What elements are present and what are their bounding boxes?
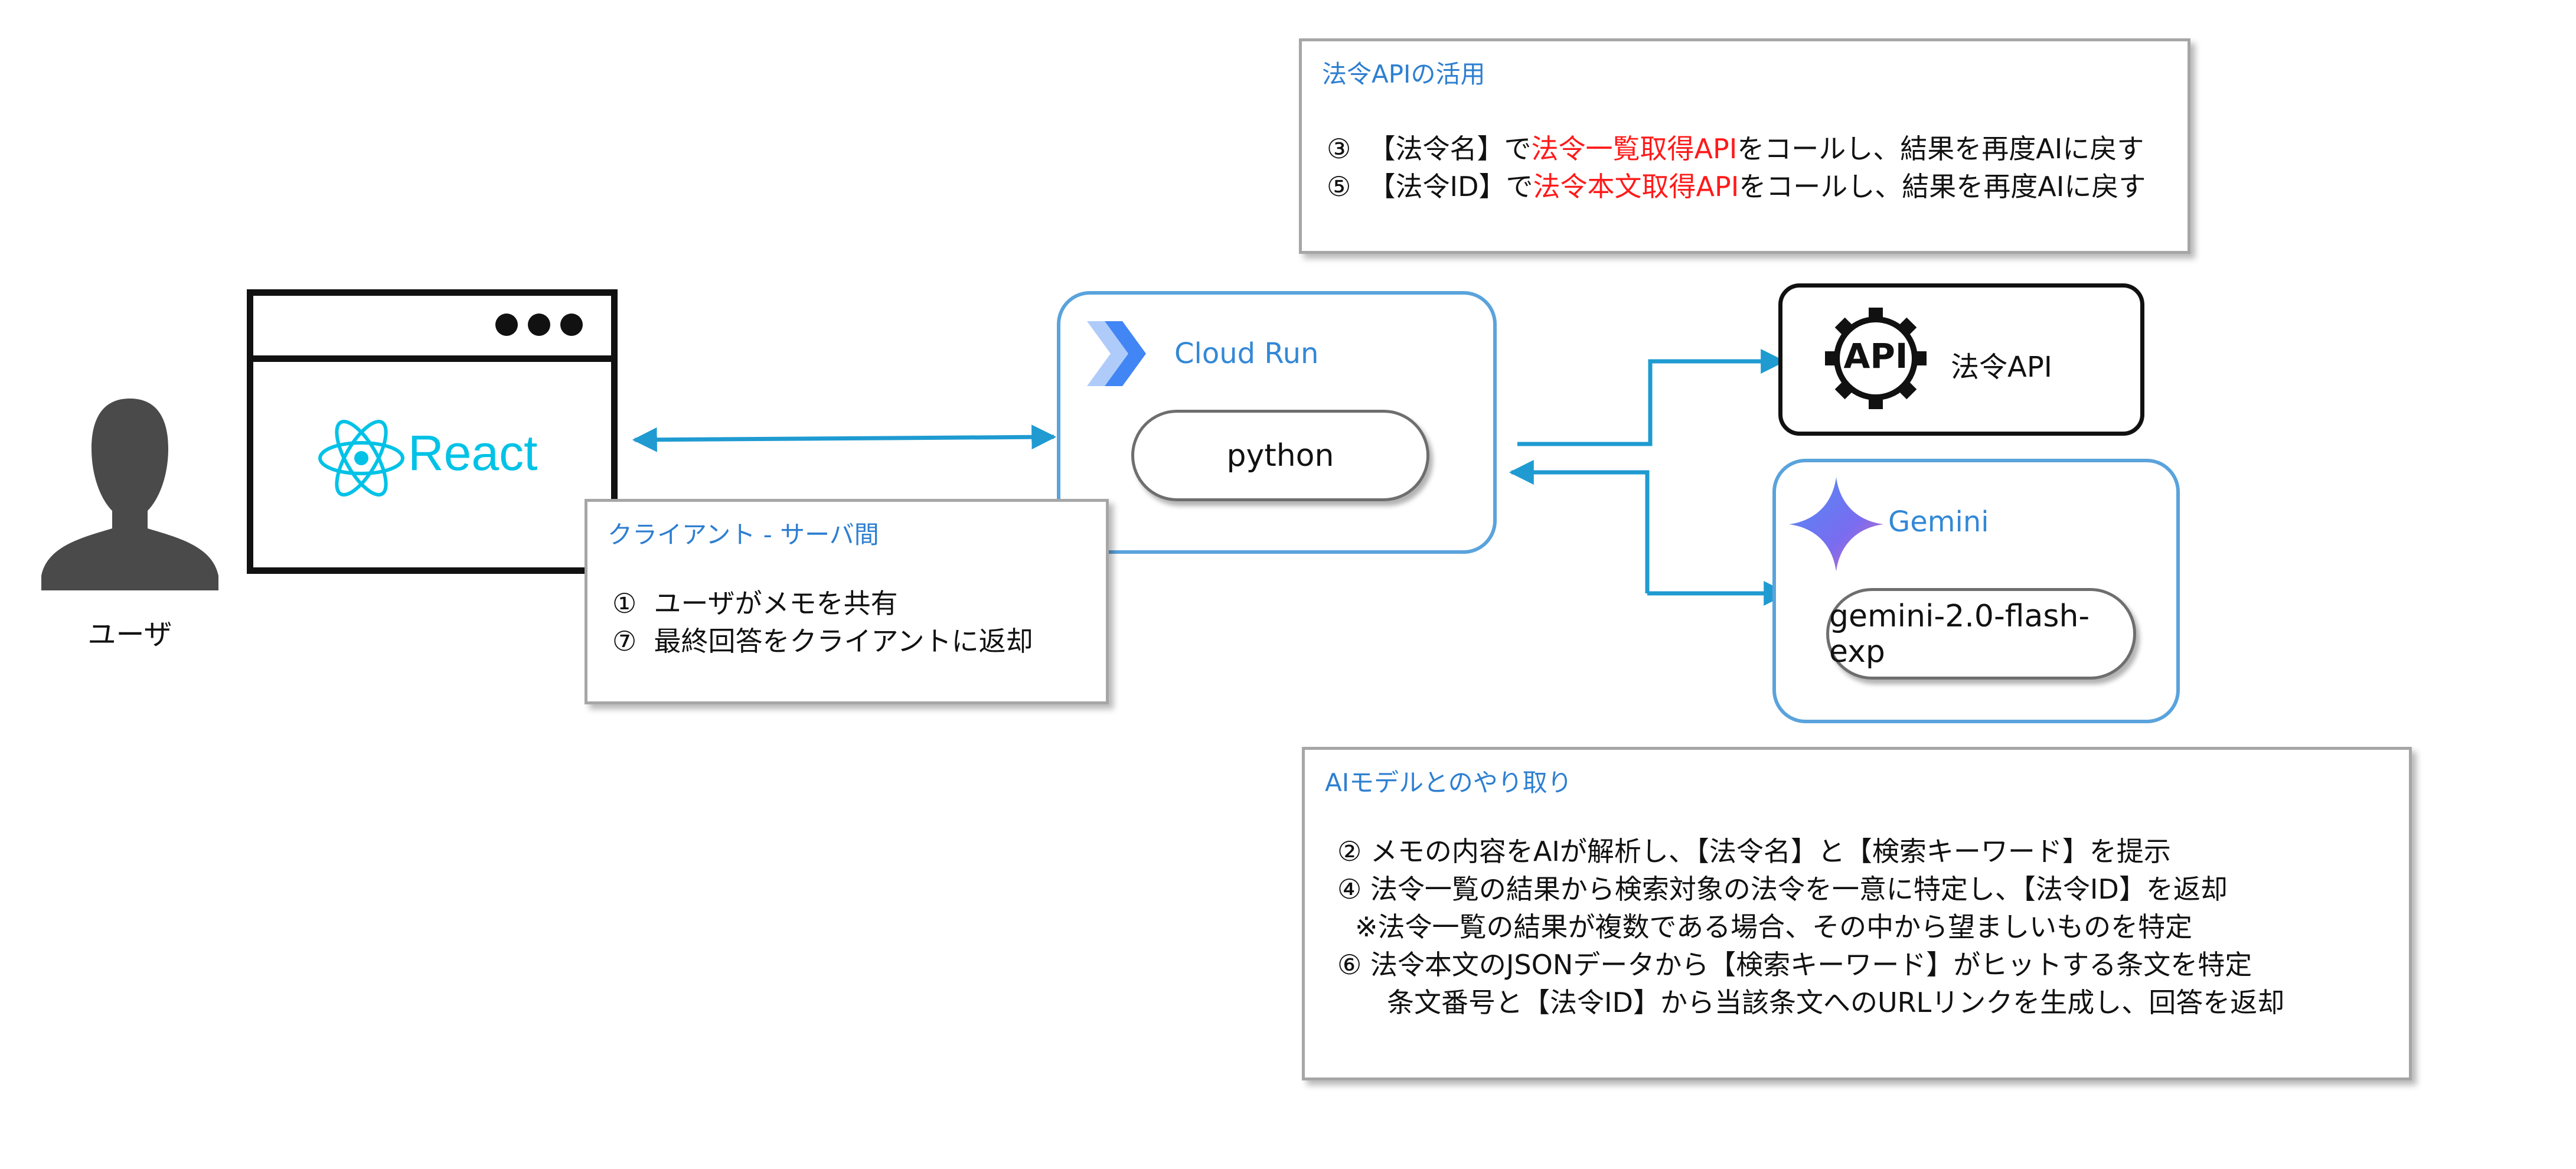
ai-model-note-line: ⑥ 法令本文のJSONデータから【検索キーワード】がヒットする条文を特定 bbox=[1337, 949, 2252, 981]
client-server-note: クライアント - サーバ間 ① ユーザがメモを共有 ⑦ 最終回答をクライアントに… bbox=[585, 499, 1109, 704]
gemini-to-server-arrow bbox=[1509, 460, 1650, 593]
law-api-node: API 法令API bbox=[1778, 283, 2144, 436]
server-to-law-api-arrow bbox=[1517, 349, 1786, 446]
window-titlebar bbox=[253, 296, 611, 362]
gemini-title: Gemini bbox=[1888, 505, 1989, 538]
cloud-run-icon bbox=[1087, 321, 1146, 386]
ai-model-note-line: ④ 法令一覧の結果から検索対象の法令を一意に特定し、【法令ID】を返却 bbox=[1337, 873, 2228, 905]
cloud-run-title: Cloud Run bbox=[1174, 337, 1319, 370]
user-icon bbox=[41, 399, 218, 590]
ai-model-note-title: AIモデルとのやり取り bbox=[1325, 768, 1572, 797]
law-api-note-body: ③ 【法令名】で法令一覧取得APIをコールし、結果を再度AIに戻す ⑤ 【法令I… bbox=[1327, 130, 2146, 205]
react-label: React bbox=[408, 425, 538, 481]
law-api-note-line: ⑤ 【法令ID】で法令本文取得APIをコールし、結果を再度AIに戻す bbox=[1327, 171, 2146, 203]
user-label: ユーザ bbox=[87, 618, 172, 651]
react-logo-icon bbox=[318, 420, 404, 497]
gemini-box: Gemini gemini-2.0-flash-exp bbox=[1772, 459, 2180, 723]
law-api-note-line: ③ 【法令名】で法令一覧取得APIをコールし、結果を再度AIに戻す bbox=[1327, 133, 2144, 165]
ai-model-note-body: ② メモの内容をAIが解析し、【法令名】と【検索キーワード】を提示 ④ 法令一覧… bbox=[1337, 832, 2284, 1021]
law-api-note: 法令APIの活用 ③ 【法令名】で法令一覧取得APIをコールし、結果を再度AIに… bbox=[1299, 38, 2190, 254]
law-api-label: 法令API bbox=[1951, 351, 2052, 384]
user-node: ユーザ bbox=[41, 387, 218, 658]
python-runtime-pill: python bbox=[1131, 410, 1429, 501]
client-server-note-title: クライアント - サーバ間 bbox=[608, 520, 879, 549]
client-server-arrow bbox=[632, 425, 1057, 452]
react-app-window: React bbox=[247, 289, 618, 574]
api-gear-icon bbox=[1825, 308, 1927, 409]
ai-model-note-line: 条文番号と【法令ID】から当該条文へのURLリンクを生成し、回答を返却 bbox=[1387, 987, 2285, 1018]
client-server-note-line: ⑦ 最終回答をクライアントに返却 bbox=[612, 625, 1033, 657]
client-server-note-body: ① ユーザがメモを共有 ⑦ 最終回答をクライアントに返却 bbox=[612, 584, 1033, 660]
law-api-note-title: 法令APIの活用 bbox=[1322, 60, 1485, 89]
gemini-model-pill: gemini-2.0-flash-exp bbox=[1826, 588, 2136, 680]
window-dots-icon bbox=[495, 314, 608, 337]
client-server-note-line: ① ユーザがメモを共有 bbox=[612, 587, 898, 619]
ai-model-note-line: ※法令一覧の結果が複数である場合、その中から望ましいものを特定 bbox=[1355, 911, 2193, 943]
api-icon-text: API bbox=[1843, 336, 1908, 376]
cloud-run-box: Cloud Run python bbox=[1057, 291, 1497, 554]
ai-model-note-line: ② メモの内容をAIが解析し、【法令名】と【検索キーワード】を提示 bbox=[1337, 835, 2171, 867]
ai-model-note: AIモデルとのやり取り ② メモの内容をAIが解析し、【法令名】と【検索キーワー… bbox=[1302, 747, 2412, 1080]
gemini-sparkle-icon bbox=[1789, 477, 1883, 572]
